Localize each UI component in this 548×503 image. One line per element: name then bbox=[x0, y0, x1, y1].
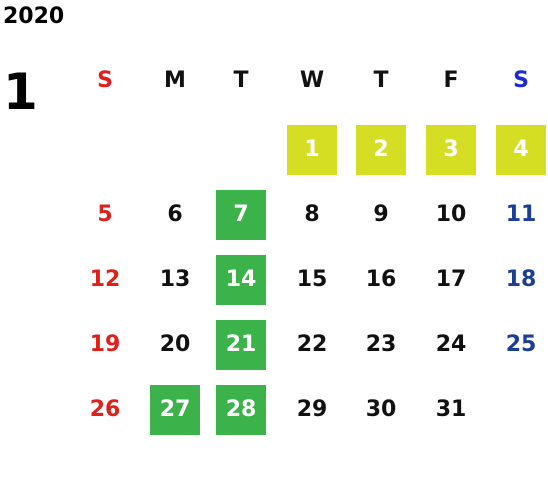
day-cell-21: 21 bbox=[216, 320, 266, 370]
day-cell-31: 31 bbox=[435, 397, 467, 422]
day-cell-20: 20 bbox=[159, 332, 191, 357]
weekday-thu: T bbox=[373, 68, 389, 93]
weekday-fri: F bbox=[443, 68, 459, 93]
weekday-mon: M bbox=[164, 68, 186, 93]
day-cell-23: 23 bbox=[365, 332, 397, 357]
day-cell-17: 17 bbox=[435, 267, 467, 292]
day-cell-11: 11 bbox=[505, 202, 537, 227]
day-cell-7: 7 bbox=[216, 190, 266, 240]
day-cell-3: 3 bbox=[426, 125, 476, 175]
day-cell-9: 9 bbox=[373, 202, 389, 227]
day-cell-6: 6 bbox=[167, 202, 183, 227]
day-cell-2: 2 bbox=[356, 125, 406, 175]
day-cell-30: 30 bbox=[365, 397, 397, 422]
day-cell-10: 10 bbox=[435, 202, 467, 227]
day-cell-14: 14 bbox=[216, 255, 266, 305]
weekday-sun: S bbox=[97, 68, 113, 93]
day-cell-29: 29 bbox=[296, 397, 328, 422]
year-label: 2020 bbox=[3, 4, 65, 29]
day-cell-12: 12 bbox=[89, 267, 121, 292]
weekday-sat: S bbox=[513, 68, 529, 93]
weekday-wed: W bbox=[299, 68, 325, 93]
day-cell-24: 24 bbox=[435, 332, 467, 357]
day-cell-25: 25 bbox=[505, 332, 537, 357]
day-cell-22: 22 bbox=[296, 332, 328, 357]
day-cell-8: 8 bbox=[304, 202, 320, 227]
day-cell-26: 26 bbox=[89, 397, 121, 422]
day-cell-16: 16 bbox=[365, 267, 397, 292]
day-cell-18: 18 bbox=[505, 267, 537, 292]
day-cell-19: 19 bbox=[89, 332, 121, 357]
day-cell-5: 5 bbox=[97, 202, 113, 227]
day-cell-4: 4 bbox=[496, 125, 546, 175]
day-cell-1: 1 bbox=[287, 125, 337, 175]
weekday-tue: T bbox=[233, 68, 249, 93]
day-cell-13: 13 bbox=[159, 267, 191, 292]
day-cell-28: 28 bbox=[216, 385, 266, 435]
day-cell-15: 15 bbox=[296, 267, 328, 292]
month-label: 1 bbox=[3, 63, 38, 121]
day-cell-27: 27 bbox=[150, 385, 200, 435]
